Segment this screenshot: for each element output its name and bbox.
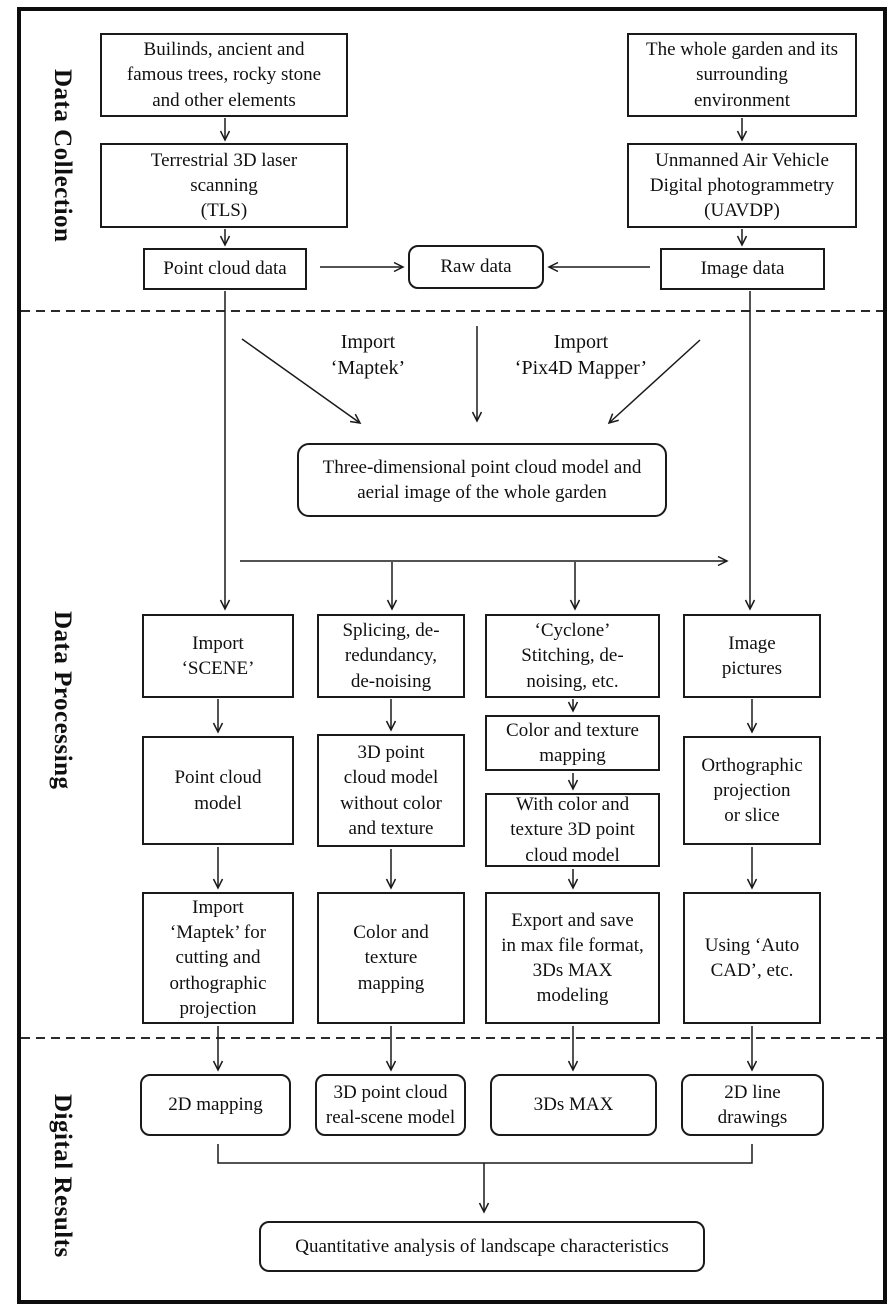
section-label-data-processing: Data Processing: [49, 610, 76, 790]
section-label-data-collection: Data Collection: [49, 69, 76, 243]
node-3d-point-cloud-aerial: Three-dimensional point cloud model and …: [297, 443, 667, 517]
node-tls: Terrestrial 3D laser scanning (TLS): [100, 143, 348, 228]
node-using-autocad: Using ‘Auto CAD’, etc.: [683, 892, 821, 1024]
node-image-pictures: Image pictures: [683, 614, 821, 698]
node-with-color-texture-model: With color and texture 3D point cloud mo…: [485, 793, 660, 867]
node-3d-real-scene-model: 3D point cloud real-scene model: [315, 1074, 466, 1136]
node-color-texture-mapping-1: Color and texture mapping: [485, 715, 660, 771]
node-uavdp: Unmanned Air Vehicle Digital photogramme…: [627, 143, 857, 228]
node-orthographic-projection: Orthographic projection or slice: [683, 736, 821, 845]
node-3d-model-no-color: 3D point cloud model without color and t…: [317, 734, 465, 847]
node-cyclone-stitching: ‘Cyclone’ Stitching, de- noising, etc.: [485, 614, 660, 698]
label-import-maptek: Import ‘Maptek’: [330, 330, 406, 379]
label-import-pix4d-mapper: Import ‘Pix4D Mapper’: [514, 330, 648, 379]
node-2d-mapping: 2D mapping: [140, 1074, 291, 1136]
node-image-data: Image data: [660, 248, 825, 290]
node-buildings-elements: Builinds, ancient and famous trees, rock…: [100, 33, 348, 117]
node-point-cloud-data: Point cloud data: [143, 248, 307, 290]
node-whole-garden: The whole garden and its surrounding env…: [627, 33, 857, 117]
node-export-3ds-max: Export and save in max file format, 3Ds …: [485, 892, 660, 1024]
node-2d-line-drawings: 2D line drawings: [681, 1074, 824, 1136]
node-splicing: Splicing, de- redundancy, de-noising: [317, 614, 465, 698]
node-quantitative-analysis: Quantitative analysis of landscape chara…: [259, 1221, 705, 1272]
node-3ds-max: 3Ds MAX: [490, 1074, 657, 1136]
node-color-texture-mapping-2: Color and texture mapping: [317, 892, 465, 1024]
node-point-cloud-model: Point cloud model: [142, 736, 294, 845]
figure-border: [17, 7, 887, 1304]
node-import-maptek-cutting: Import ‘Maptek’ for cutting and orthogra…: [142, 892, 294, 1024]
node-raw-data: Raw data: [408, 245, 544, 289]
node-import-scene: Import ‘SCENE’: [142, 614, 294, 698]
section-label-digital-results: Digital Results: [49, 1094, 76, 1258]
